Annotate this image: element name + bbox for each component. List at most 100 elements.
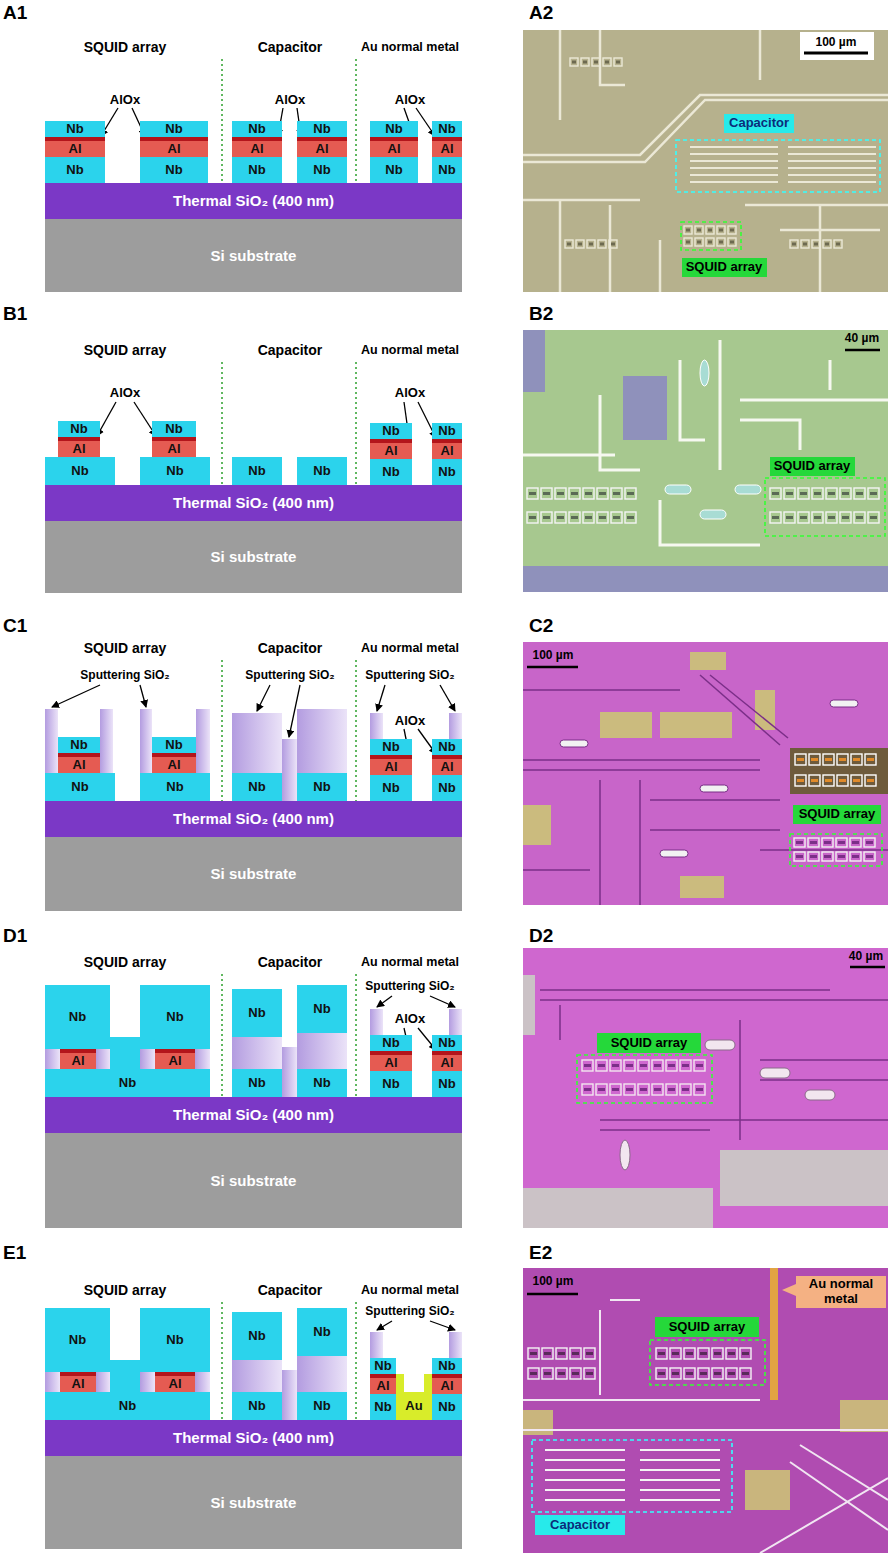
junction-bar [708,241,712,244]
junction-bar [585,492,592,495]
panel-label: D2 [529,925,553,947]
junction-bar [558,1352,565,1355]
junction-bar [586,1372,593,1375]
nb-layer: Nb [432,157,462,183]
node-text: Nb [313,1399,330,1413]
squid-cell [569,488,580,499]
capacitor-finger [545,1489,625,1491]
junction-bar [810,841,817,844]
node-text: Al [69,142,82,156]
node-text: Nb [70,422,87,436]
junction-bar [797,758,804,761]
squid-cell [570,58,578,66]
node-text: Al [441,1379,454,1393]
al-layer: Al [432,1378,462,1394]
section-heading: SQUID array [84,342,166,358]
nb-layer: Nb [140,121,208,137]
trace [523,1399,760,1401]
junction-bar [796,855,803,858]
nb-layer: Nb [232,773,282,801]
squid-cell [695,226,703,234]
nb-layer: Nb [297,157,347,183]
trace [610,1299,640,1301]
junction-bar [586,1352,593,1355]
junction-bar [571,492,578,495]
junction-bar [654,1064,661,1067]
capacitor-finger [690,167,778,169]
bond-pad [600,712,652,738]
node-text: Al [73,758,86,772]
squid-cell [583,488,594,499]
substrate-band: Si substrate [45,837,462,911]
sputtered-oxide [96,1372,110,1392]
layer-callout: AlOx [110,386,140,401]
sputtered-oxide [140,709,152,773]
node-text: Nb [438,122,455,136]
al-layer: Al [152,441,196,457]
capacitor-finger [690,160,778,162]
squid-cell [565,240,573,248]
junction-bar [700,1372,707,1375]
junction-bar [742,1352,749,1355]
junction-bar [814,516,821,519]
thermal-oxide-band: Thermal SiO₂ (400 nm) [45,485,462,521]
squid-cell [684,226,692,234]
sputtered-oxide [297,709,347,773]
leader-arrow [257,685,270,711]
trace [739,1020,741,1140]
squid-cell [684,1348,695,1359]
bond-pad [523,1188,713,1228]
squid-cell [834,240,842,248]
squid-cell [611,512,622,523]
nb-layer: Nb [370,459,412,485]
node-text: Thermal SiO₂ (400 nm) [173,494,334,511]
squid-cell [822,852,833,861]
squid-cell [598,240,606,248]
squid-cell [597,512,608,523]
node-text: Nb [70,738,87,752]
node-text: Capacitor [729,116,789,131]
junction-bar [686,1372,693,1375]
squid-cell [611,488,622,499]
junction-bar [786,516,793,519]
node-text: Al [73,442,86,456]
node-text: Nb [166,1333,183,1347]
node-text: Nb [313,780,330,794]
squid-cell [812,240,820,248]
al-layer: Al [370,1378,396,1394]
bond-pad [623,376,667,440]
bond-pad [523,975,535,1035]
capacitor-finger [788,181,876,183]
trace [523,100,888,162]
nb-layer: Nb [297,773,347,801]
capacitor-finger [690,181,778,183]
pad-pill [700,360,709,386]
node-text: Nb [248,464,265,478]
leader-arrow [430,1321,455,1330]
column-divider [221,1302,223,1420]
node-text: Nb [248,1076,265,1090]
section-heading: Au normal metal [361,343,459,357]
al-layer: Al [45,141,105,157]
node-text: Nb [313,163,330,177]
junction-bar [599,516,606,519]
sputtered-oxide [370,713,383,739]
leader-arrow [377,685,385,711]
scale-bar [527,1293,578,1296]
region-tag: SQUID array [793,805,881,824]
section-heading: Au normal metal [361,1283,459,1297]
sputtered-oxide [449,1332,462,1358]
nb-layer: Nb [432,739,462,755]
column-divider [355,362,357,485]
node-text: Nb [248,122,265,136]
al-layer: Al [370,759,412,775]
junction-bar [796,841,803,844]
squid-cell [823,754,834,765]
trace [650,829,780,831]
squid-cell [837,775,848,786]
callout-frame [577,1055,712,1103]
node-text: SQUID array [774,459,851,474]
section-heading: Au normal metal [361,641,459,655]
trace [780,229,880,232]
junction-bar [613,492,620,495]
